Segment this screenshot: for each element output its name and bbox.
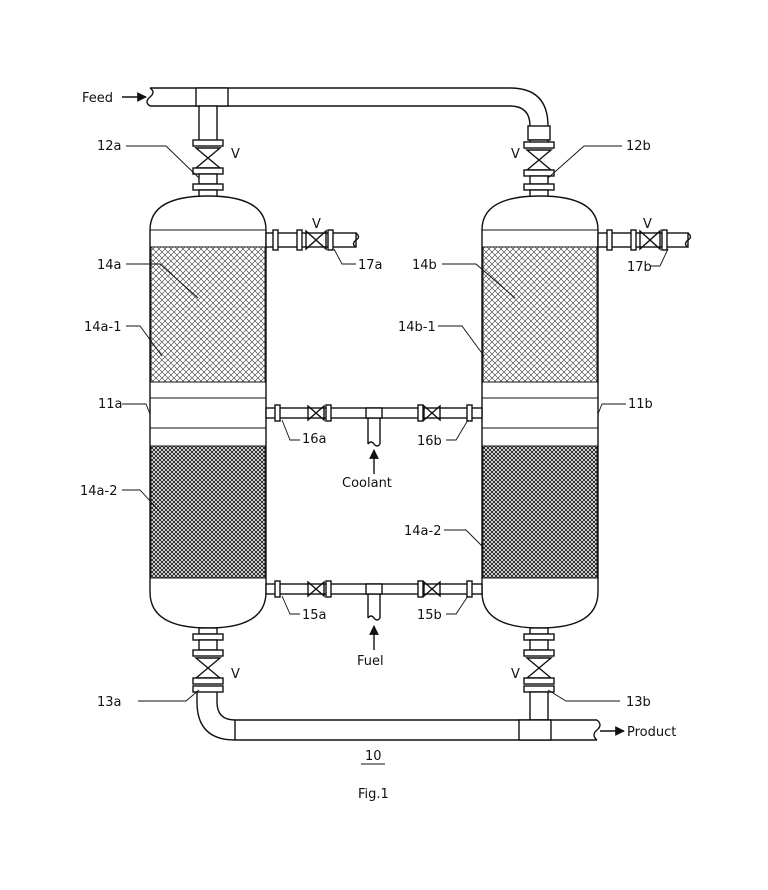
label-13b: 13b bbox=[626, 695, 651, 710]
label-14b-1: 14b-1 bbox=[398, 320, 436, 335]
inlet-pipe-left bbox=[192, 105, 224, 199]
catalyst-bed-lower-left bbox=[150, 445, 266, 579]
label-16b: 16b bbox=[417, 434, 442, 449]
coolant-label: Coolant bbox=[342, 476, 392, 491]
label-14a: 14a bbox=[97, 258, 122, 273]
fuel-header bbox=[265, 580, 483, 621]
feed-label: Feed bbox=[82, 91, 113, 106]
valve-label-17a: V bbox=[312, 217, 321, 232]
label-14a-2-right: 14a-2 bbox=[404, 524, 441, 539]
label-12a: 12a bbox=[97, 139, 122, 154]
valve-label-12b: V bbox=[511, 147, 520, 162]
label-11a: 11a bbox=[98, 397, 123, 412]
side-outlet-right bbox=[597, 229, 692, 251]
label-14b: 14b bbox=[412, 258, 437, 273]
figure-caption: Fig.1 bbox=[358, 787, 389, 802]
product-pipe bbox=[196, 692, 601, 741]
leader-lines bbox=[122, 145, 669, 702]
label-11b: 11b bbox=[628, 397, 653, 412]
label-15a: 15a bbox=[302, 608, 327, 623]
valve-label-12a: V bbox=[231, 147, 240, 162]
product-label: Product bbox=[627, 725, 676, 740]
fuel-label: Fuel bbox=[357, 654, 384, 669]
inlet-pipe-right bbox=[523, 139, 555, 199]
label-13a: 13a bbox=[97, 695, 122, 710]
label-15b: 15b bbox=[417, 608, 442, 623]
catalyst-bed-upper-right bbox=[482, 246, 598, 383]
reactor-left bbox=[149, 195, 267, 629]
outlet-pipe-left bbox=[192, 627, 224, 693]
reference-number: 10 bbox=[365, 749, 382, 764]
valve-label-13a: V bbox=[231, 667, 240, 682]
catalyst-bed-upper-left bbox=[150, 246, 266, 383]
reactor-right bbox=[481, 195, 599, 629]
coolant-header bbox=[265, 404, 483, 447]
label-17a: 17a bbox=[358, 258, 383, 273]
label-12b: 12b bbox=[626, 139, 651, 154]
side-outlet-left bbox=[265, 229, 360, 251]
outlet-pipe-right bbox=[523, 627, 555, 721]
valve-label-13b: V bbox=[511, 667, 520, 682]
label-14a-1: 14a-1 bbox=[84, 320, 121, 335]
label-17b: 17b bbox=[627, 260, 652, 275]
label-14a-2-left: 14a-2 bbox=[80, 484, 117, 499]
label-16a: 16a bbox=[302, 432, 327, 447]
valve-label-17b: V bbox=[643, 217, 652, 232]
feed-pipe bbox=[146, 87, 551, 141]
catalyst-bed-lower-right bbox=[482, 445, 598, 579]
